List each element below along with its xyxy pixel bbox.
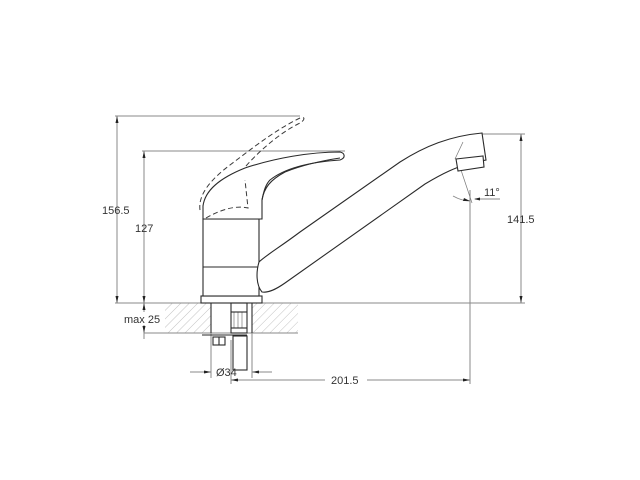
faucet-outline — [199, 117, 487, 371]
counter-thickness-label: max 25 — [124, 314, 160, 326]
spout-reach-label: 201.5 — [331, 375, 359, 387]
dimension-lines — [115, 115, 525, 384]
countertop-section — [165, 303, 298, 334]
hole-diameter-label: Ø34 — [216, 367, 237, 379]
spout-height-label: 141.5 — [507, 214, 535, 226]
spout-angle-label: 11° — [484, 187, 500, 199]
body-height-label: 127 — [135, 223, 153, 235]
overall-height-label: 156.5 — [102, 205, 130, 217]
